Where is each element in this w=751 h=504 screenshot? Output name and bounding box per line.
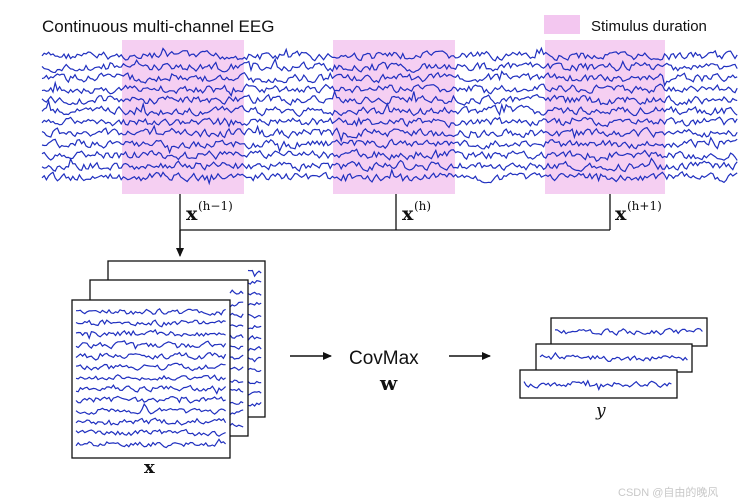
eeg-trace-line xyxy=(229,354,244,360)
eeg-trace-line xyxy=(41,136,738,155)
output-trace xyxy=(539,351,688,363)
epoch-label: x (h+1) xyxy=(615,199,662,225)
method-symbol: w xyxy=(379,371,398,395)
epoch-label-base: x xyxy=(615,203,627,225)
eeg-trace-line xyxy=(75,319,226,328)
output-signals xyxy=(519,317,708,399)
eeg-trace-line xyxy=(247,335,262,341)
eeg-trace-line xyxy=(247,401,262,407)
eeg-trace-line xyxy=(75,351,227,361)
epoch-label-superscript: (h−1) xyxy=(198,199,233,213)
stack-label: x xyxy=(144,457,155,478)
eeg-trace-line xyxy=(41,57,738,74)
eeg-trace-line xyxy=(539,351,688,363)
epoch-label: x (h−1) xyxy=(186,199,233,225)
diagram-title: Continuous multi-channel EEG xyxy=(42,17,274,36)
eeg-trace-line xyxy=(229,301,244,308)
epoch-label-superscript: (h) xyxy=(414,199,431,213)
eeg-trace-line xyxy=(229,422,244,428)
output-trace xyxy=(554,327,703,336)
eeg-trace-line xyxy=(229,345,244,350)
stimulus-band xyxy=(333,40,455,194)
eeg-trace-line xyxy=(75,438,227,449)
output-panel xyxy=(519,369,678,399)
epoch-label-base: x xyxy=(186,203,198,225)
output-panel xyxy=(535,343,693,373)
eeg-trace-line xyxy=(229,379,244,384)
eeg-trace-line xyxy=(229,289,244,295)
eeg-trace-line xyxy=(41,80,738,98)
stimulus-band xyxy=(545,40,665,194)
eeg-trace-line xyxy=(41,124,738,143)
eeg-trace-line xyxy=(41,116,738,129)
eeg-trace-line xyxy=(247,356,262,363)
legend-label: Stimulus duration xyxy=(591,18,707,35)
eeg-trace-line xyxy=(41,168,738,186)
eeg-trace-line xyxy=(75,328,226,340)
eeg-trace-line xyxy=(75,428,226,437)
eeg-trace-line xyxy=(41,89,738,106)
stimulus-band xyxy=(122,40,244,194)
eeg-trace-line xyxy=(41,46,738,62)
watermark: CSDN @自由的晚风 xyxy=(618,485,718,499)
method-name: CovMax xyxy=(349,348,419,369)
eeg-trace-line xyxy=(41,148,738,162)
eeg-trace-line xyxy=(247,367,262,373)
eeg-trace-line xyxy=(76,307,226,316)
eeg-trace-line xyxy=(247,313,262,319)
eeg-trace-line xyxy=(247,280,262,285)
eeg-trace-line xyxy=(229,387,244,393)
epoch-label: x (h) xyxy=(402,199,431,225)
epoch-panel-traces xyxy=(75,307,227,449)
epoch-stack xyxy=(71,260,266,459)
eeg-trace-line xyxy=(41,157,738,173)
eeg-trace-line xyxy=(229,324,244,328)
eeg-trace-line xyxy=(229,334,244,339)
eeg-trace-line xyxy=(75,340,227,350)
eeg-trace-line xyxy=(75,402,226,415)
eeg-trace-line xyxy=(229,400,244,405)
eeg-trace-line xyxy=(229,409,244,416)
eeg-trace-line xyxy=(75,362,226,372)
eeg-trace-line xyxy=(75,395,226,404)
continuous-eeg-traces xyxy=(41,46,738,186)
eeg-trace-line xyxy=(247,390,262,396)
eeg-trace-line xyxy=(229,366,244,371)
eeg-trace-line xyxy=(554,327,703,336)
legend-swatch xyxy=(544,15,580,34)
eeg-trace-line xyxy=(75,417,227,426)
eeg-trace-line xyxy=(75,384,227,395)
eeg-trace-line xyxy=(247,324,262,330)
eeg-trace-line xyxy=(247,269,262,278)
eeg-trace-line xyxy=(523,379,672,391)
eeg-trace-line xyxy=(247,301,262,306)
eeg-trace-line xyxy=(247,291,262,296)
output-trace xyxy=(523,379,672,391)
eeg-trace-line xyxy=(41,70,738,88)
epoch-bracket xyxy=(176,194,611,257)
output-label: y xyxy=(595,401,606,421)
epoch-panel-traces xyxy=(229,289,244,428)
eeg-trace-line xyxy=(41,99,738,118)
epoch-label-superscript: (h+1) xyxy=(627,199,662,213)
eeg-trace-line xyxy=(75,374,226,382)
epoch-label-base: x xyxy=(402,203,414,225)
eeg-trace-line xyxy=(247,345,262,352)
epoch-panel-traces xyxy=(247,269,262,407)
eeg-trace-line xyxy=(229,312,244,319)
eeg-trace-line xyxy=(247,380,262,385)
